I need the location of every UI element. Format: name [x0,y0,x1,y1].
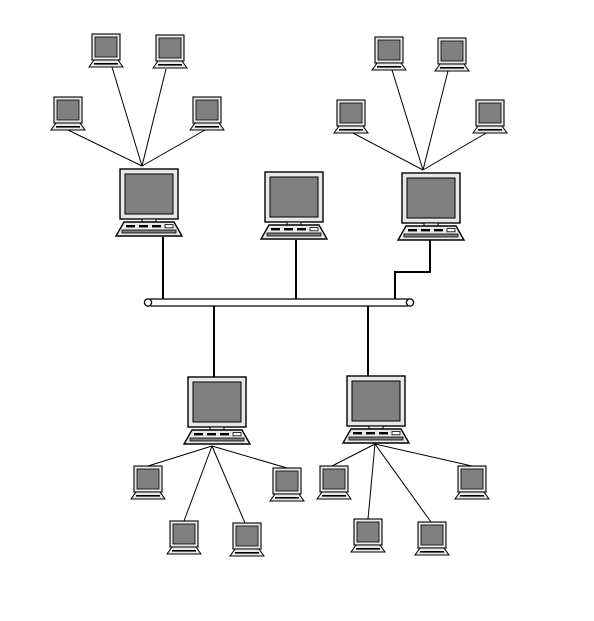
leaf-computer [472,99,508,134]
monitor-screen [322,468,346,490]
monitor-screen [124,173,174,215]
computer-base [259,224,329,240]
leaf-computer [189,96,225,131]
computer-base [182,429,252,445]
monitor-screen [420,524,444,546]
monitor-screen [406,177,456,219]
leaf-computer [269,467,305,502]
drop-cable-top-right [394,240,431,299]
leaf-computer [130,465,166,500]
hub-computer-bottom-right [341,375,411,444]
bus-backbone [143,298,415,307]
star-links [67,66,489,524]
monitor-screen [377,39,401,61]
monitor-screen [356,521,380,543]
leaf-computer [414,521,450,556]
monitor-screen [351,380,401,422]
leaf-computer [229,522,265,557]
hub-computers [114,168,466,445]
leaf-computer [166,520,202,555]
hub-computer-top-left [114,168,184,237]
monitor-screen [136,468,160,490]
monitor-screen [158,37,182,59]
monitor-screen [195,99,219,121]
monitor-screen [172,523,196,545]
leaf-computer [454,465,490,500]
monitor-screen [94,36,118,58]
computer-base [341,428,411,444]
leaf-computer [316,465,352,500]
leaf-computer [152,34,188,69]
monitor-screen [269,176,319,218]
monitor-screen [192,381,242,423]
hub-computer-top-right [396,172,466,241]
monitor-screen [460,468,484,490]
bus-drop-cables [162,237,431,377]
monitor-screen [56,99,80,121]
bus-terminator-right [405,298,415,307]
monitor-screen [339,102,363,124]
leaf-computer [88,33,124,68]
hub-computer-top-center [259,171,329,240]
computer-base [114,221,184,237]
leaf-computer [434,37,470,72]
monitor-screen [478,102,502,124]
leaf-computer [50,96,86,131]
monitor-screen [275,470,299,492]
monitor-screen [440,40,464,62]
hub-computer-bottom-left [182,376,252,445]
leaf-computers [50,33,508,557]
leaf-computer [371,36,407,71]
computer-base [396,225,466,241]
bus-terminator-left [143,298,153,307]
monitor-screen [235,525,259,547]
leaf-computer [350,518,386,553]
leaf-computer [333,99,369,134]
